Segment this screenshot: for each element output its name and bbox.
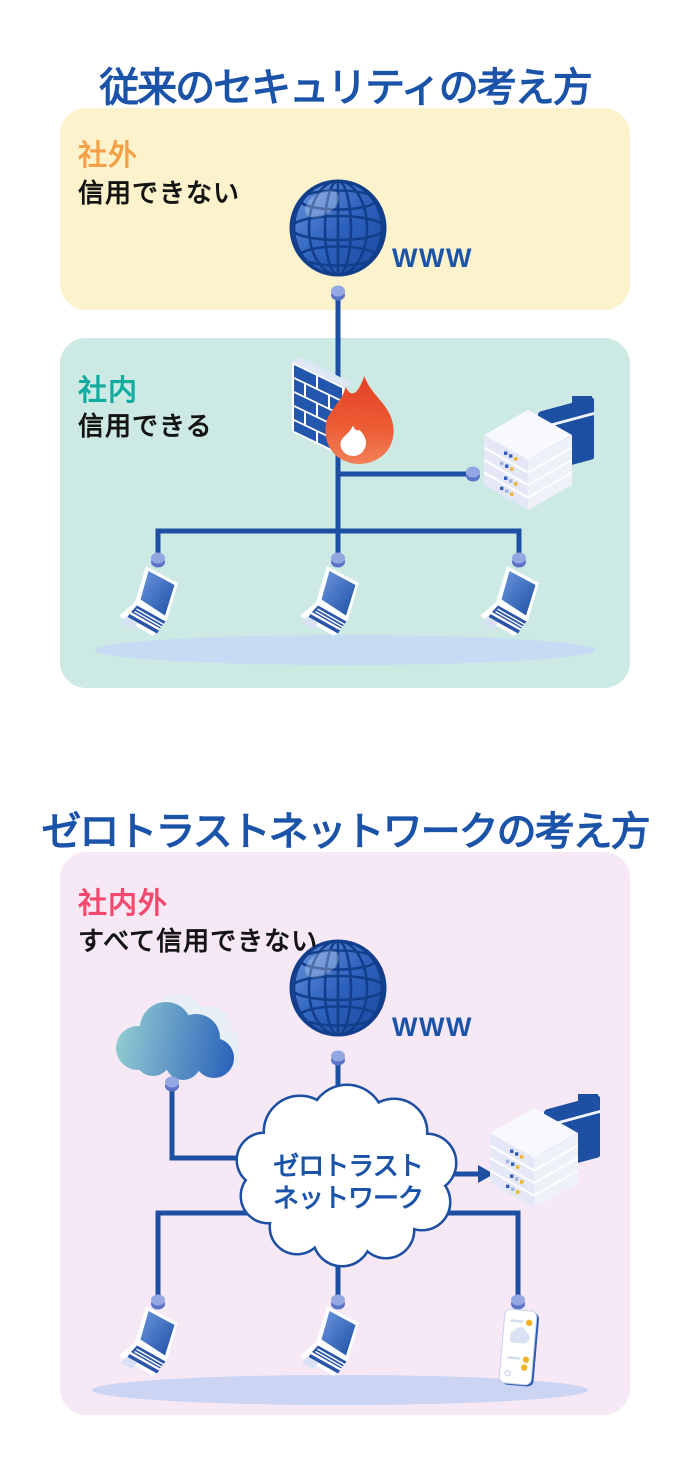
zone-description-inside-outside: すべて信用できない <box>78 926 319 956</box>
cloud-label-line1: ゼロトラスト <box>273 1151 423 1181</box>
zone-label-inside-outside: 社内外 <box>78 888 169 920</box>
www-label: WWW <box>392 243 473 273</box>
zone-description-outside: 信用できない <box>78 178 241 208</box>
inside-zone-panel <box>60 338 630 688</box>
zone-label-inside: 社内 <box>78 375 139 407</box>
zero-trust-cloud-label: ゼロトラスト ネットワーク <box>246 1150 450 1214</box>
www-label: WWW <box>392 1012 473 1042</box>
section-title-traditional: 従来のセキュリティの考え方 <box>99 65 593 110</box>
zone-description-inside: 信用できる <box>78 411 213 441</box>
cloud-label-line2: ネットワーク <box>272 1183 424 1213</box>
zone-label-outside: 社外 <box>78 140 139 172</box>
section-title-zero-trust: ゼロトラストネットワークの考え方 <box>41 809 650 854</box>
